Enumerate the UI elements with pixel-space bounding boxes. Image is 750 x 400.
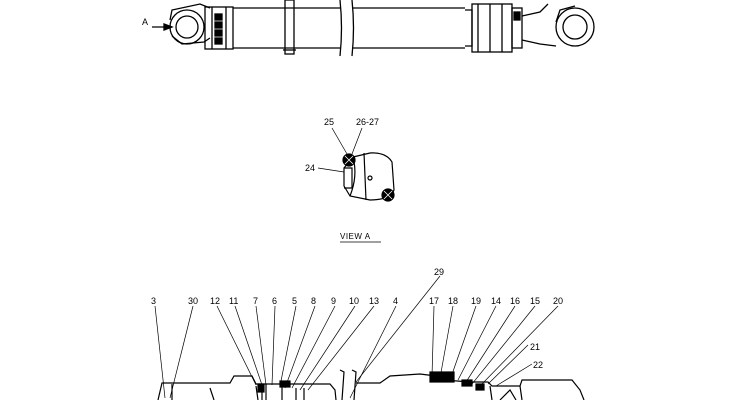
- view-a-arrow: [152, 23, 174, 31]
- callout-16: 16: [510, 296, 520, 306]
- callout-19: 19: [471, 296, 481, 306]
- view-a-inset: [317, 127, 395, 202]
- left-rod-eye: [169, 3, 211, 45]
- callout-6: 6: [272, 296, 277, 306]
- callout-18: 18: [448, 296, 458, 306]
- callout-10: 10: [349, 296, 359, 306]
- left-head-block: [204, 6, 234, 50]
- callout-5: 5: [292, 296, 297, 306]
- callout-11: 11: [229, 296, 238, 306]
- callout-24: 24: [305, 163, 315, 173]
- callout-26-27: 26-27: [356, 117, 379, 127]
- view-a-marker: A: [142, 17, 148, 27]
- callout-3: 3: [151, 296, 156, 306]
- cylinder-barrel: [233, 0, 465, 57]
- view-a-title: VIEW A: [340, 232, 371, 241]
- callout-12: 12: [210, 296, 220, 306]
- callout-8: 8: [311, 296, 316, 306]
- callout-15: 15: [530, 296, 540, 306]
- callout-21: 21: [530, 342, 540, 352]
- callout-17: 17: [429, 296, 439, 306]
- callout-22: 22: [533, 360, 543, 370]
- callout-14: 14: [491, 296, 501, 306]
- cylinder-assembly: [152, 0, 595, 57]
- right-gland: [465, 3, 557, 53]
- callout-20: 20: [553, 296, 563, 306]
- right-rod-eye: [555, 5, 595, 47]
- callout-30: 30: [188, 296, 198, 306]
- callout-13: 13: [369, 296, 379, 306]
- grease-fitting-upper: [342, 153, 356, 167]
- callout-7: 7: [253, 296, 258, 306]
- sectional-view: [157, 369, 585, 400]
- callout-4: 4: [393, 296, 398, 306]
- section-leader-lines: [154, 275, 559, 399]
- callout-29: 29: [434, 267, 444, 277]
- callout-25: 25: [324, 117, 334, 127]
- callout-9: 9: [331, 296, 336, 306]
- grease-fitting-lower: [381, 188, 395, 202]
